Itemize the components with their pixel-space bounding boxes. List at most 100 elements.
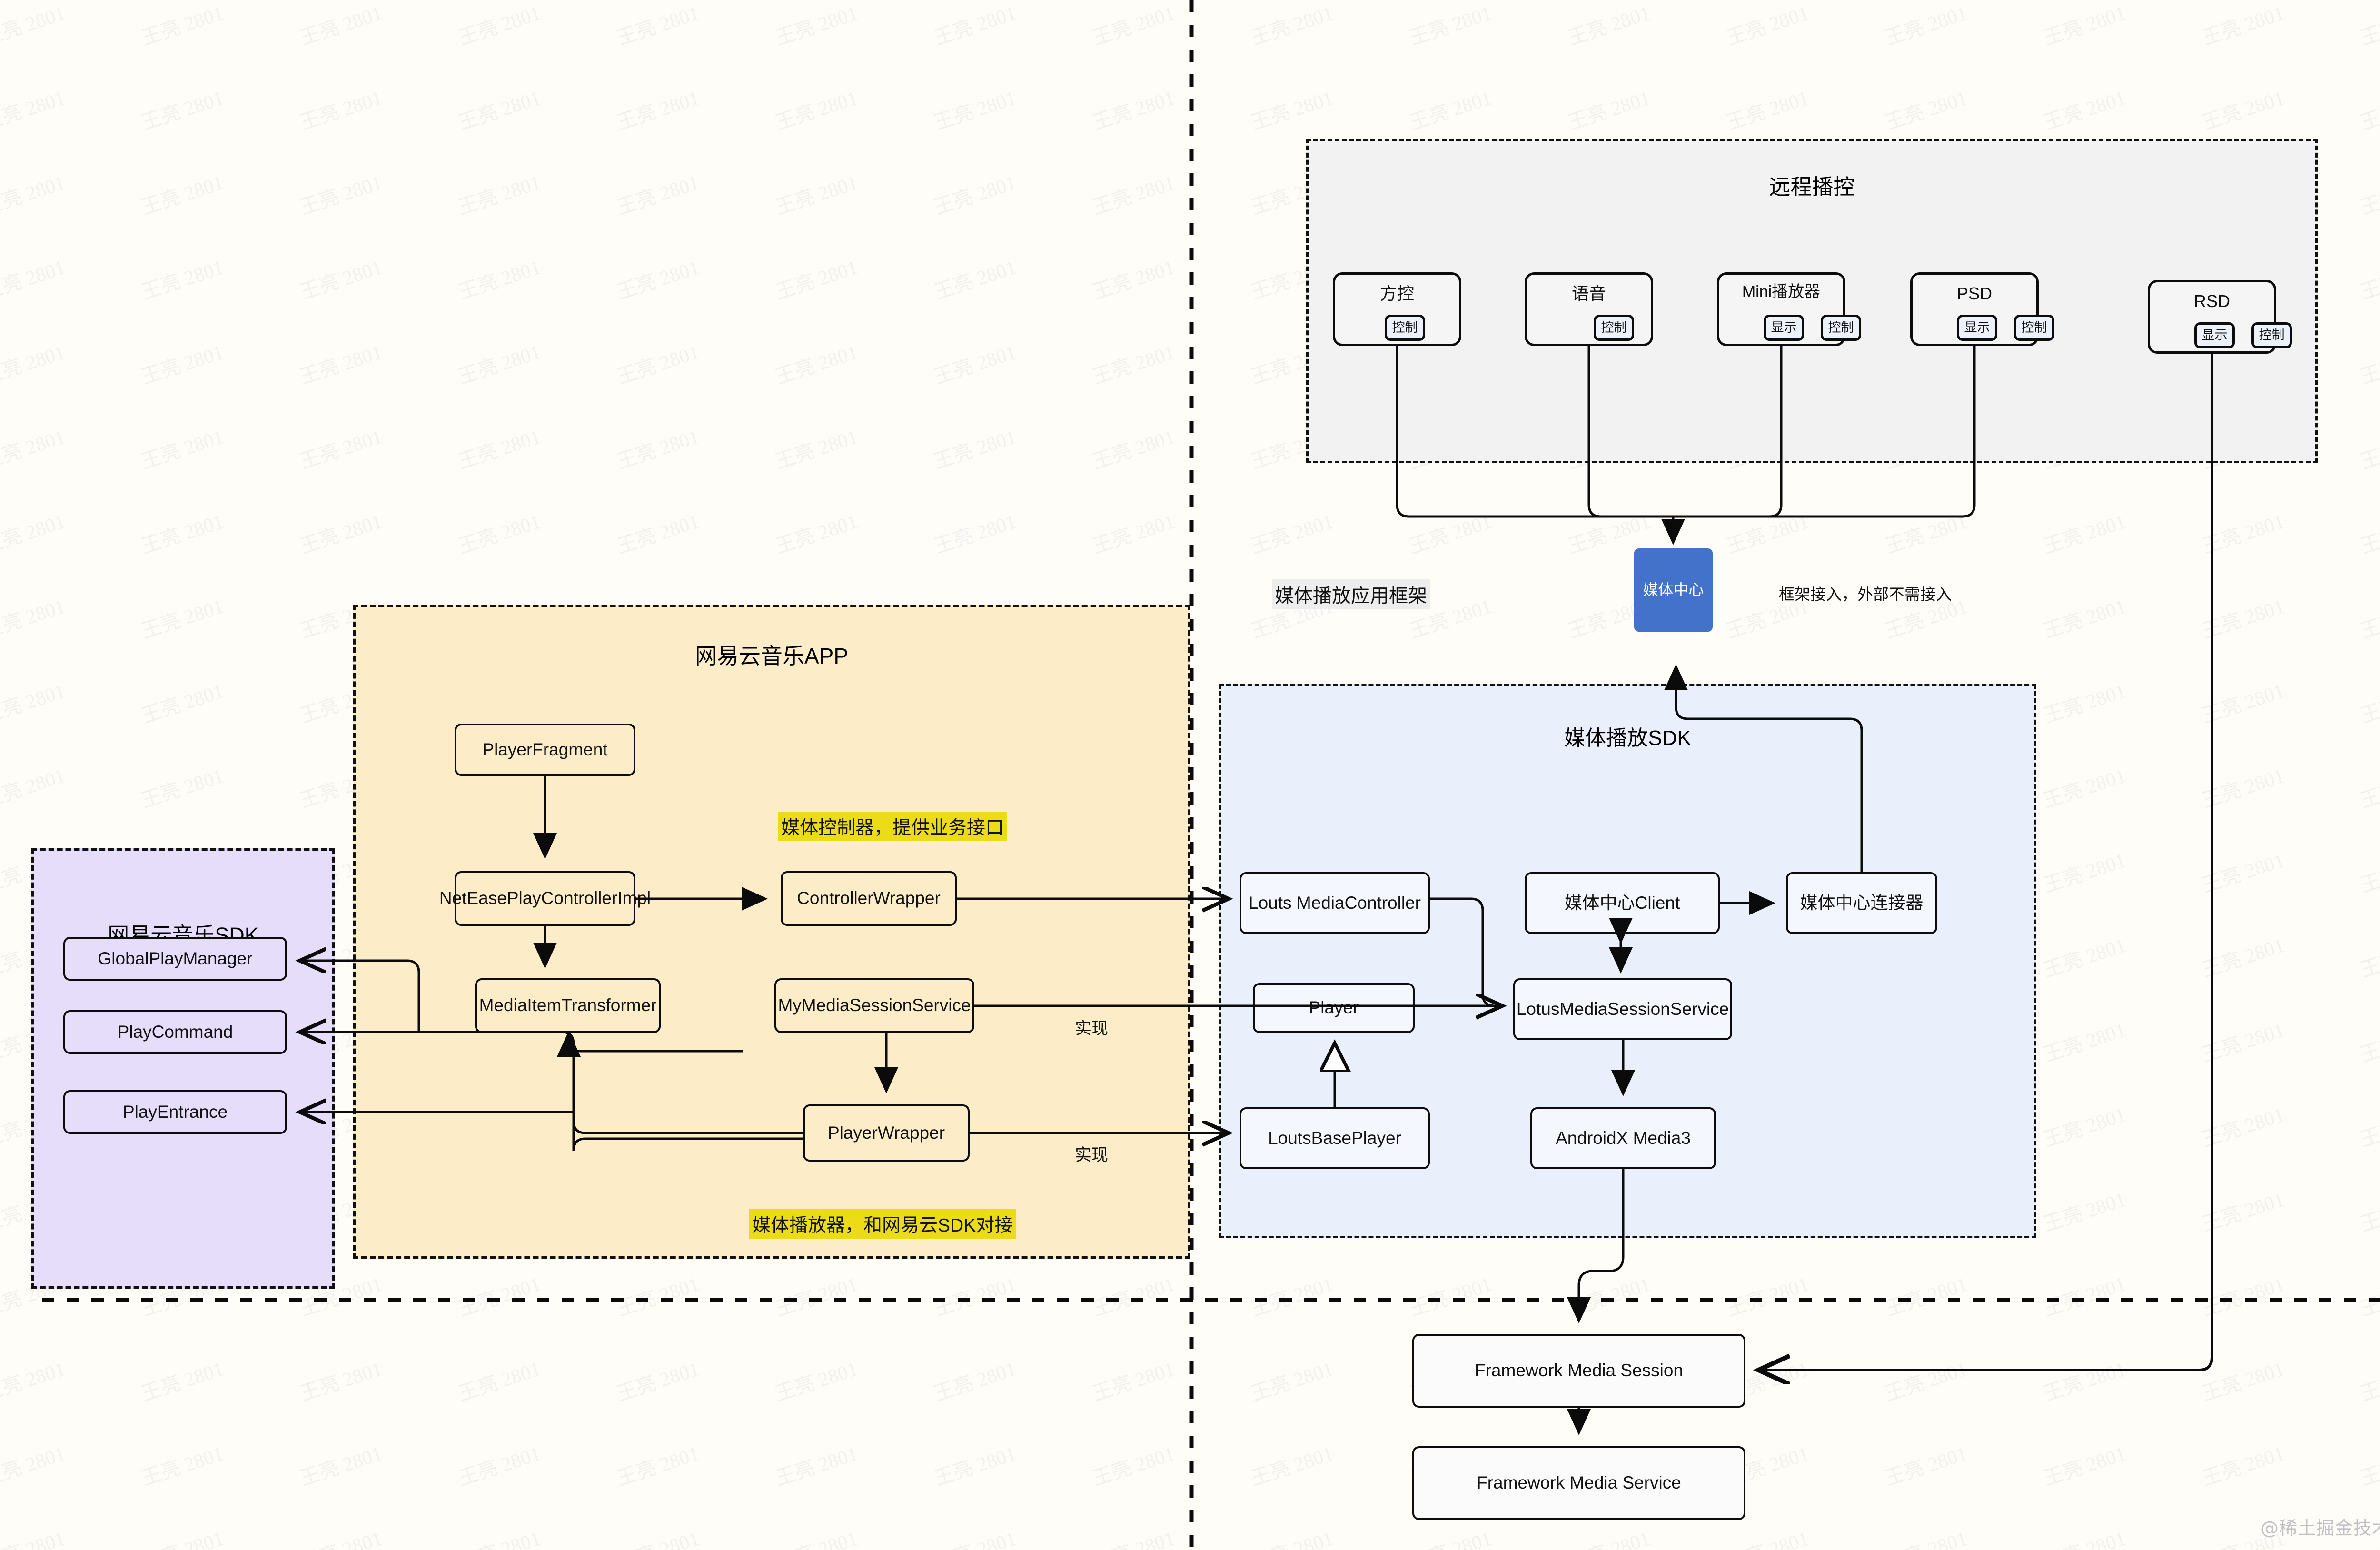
- node-global-play-manager[interactable]: GlobalPlayManager: [63, 937, 287, 981]
- watermark-text: 王亮 2801: [0, 341, 68, 389]
- node-androidx-media3[interactable]: AndroidX Media3: [1530, 1107, 1716, 1169]
- watermark-text: 王亮 2801: [139, 426, 227, 474]
- remote-node-psd-label: PSD: [1956, 284, 1993, 303]
- watermark-text: 王亮 2801: [139, 1443, 227, 1490]
- node-play-command[interactable]: PlayCommand: [63, 1010, 287, 1054]
- node-play-entrance[interactable]: PlayEntrance: [63, 1090, 287, 1134]
- remote-node-fangkong[interactable]: 方控 控制: [1333, 272, 1461, 346]
- chip-display-psd[interactable]: 显示: [1957, 315, 1997, 341]
- watermark-text: 王亮 2801: [1090, 257, 1178, 304]
- chip-control-voice[interactable]: 控制: [1594, 315, 1634, 341]
- watermark-text: 王亮 2801: [139, 680, 227, 728]
- watermark-text: 王亮 2801: [2039, 1522, 2129, 1550]
- watermark-text: 王亮 2801: [1248, 1358, 1336, 1406]
- node-media-center-client[interactable]: 媒体中心Client: [1525, 872, 1720, 934]
- watermark-text: 王亮 2801: [2199, 680, 2287, 728]
- watermark-text: 王亮 2801: [2358, 426, 2380, 474]
- group-netease-app-title: 网易云音乐APP: [694, 644, 849, 668]
- watermark-text: 王亮 2801: [2041, 765, 2129, 813]
- watermark-text: 王亮 2801: [1564, 1522, 1654, 1550]
- remote-node-voice-label: 语音: [1571, 284, 1606, 303]
- watermark-text: 王亮 2801: [931, 172, 1019, 219]
- watermark-text: 王亮 2801: [1407, 511, 1495, 558]
- chip-display-mini-player[interactable]: 显示: [1764, 315, 1804, 341]
- watermark-text: 王亮 2801: [1248, 1443, 1336, 1490]
- watermark-text: 王亮 2801: [931, 511, 1019, 558]
- node-lotus-media-session-service[interactable]: LotusMediaSessionService: [1513, 978, 1732, 1040]
- node-player-wrapper[interactable]: PlayerWrapper: [803, 1104, 970, 1162]
- watermark-text: 王亮 2801: [931, 87, 1019, 135]
- watermark-text: 王亮 2801: [297, 426, 385, 474]
- chip-control-fangkong[interactable]: 控制: [1385, 315, 1425, 341]
- watermark-text: 王亮 2801: [1248, 1273, 1336, 1321]
- remote-node-mini-player[interactable]: Mini播放器 显示 控制: [1717, 272, 1861, 346]
- node-louts-base-player[interactable]: LoutsBasePlayer: [1240, 1107, 1430, 1169]
- watermark-text: 王亮 2801: [2358, 680, 2380, 728]
- node-framework-media-service[interactable]: Framework Media Service: [1412, 1446, 1745, 1520]
- watermark-text: 王亮 2801: [773, 87, 861, 135]
- remote-node-psd[interactable]: PSD 显示 控制: [1910, 272, 2054, 346]
- watermark-text: 王亮 2801: [1090, 511, 1178, 558]
- node-my-media-session-service[interactable]: MyMediaSessionService: [774, 978, 974, 1033]
- watermark-text: 王亮 2801: [773, 1358, 861, 1406]
- watermark-text: 王亮 2801: [139, 2, 227, 50]
- watermark-text: 王亮 2801: [2041, 680, 2129, 728]
- watermark-text: 王亮 2801: [456, 341, 544, 389]
- remote-node-rsd-label: RSD: [2193, 291, 2230, 311]
- watermark-text: 王亮 2801: [2199, 87, 2287, 135]
- watermark-text: 王亮 2801: [773, 1443, 861, 1490]
- remote-node-rsd[interactable]: RSD 显示 控制: [2148, 280, 2292, 354]
- watermark-text: 王亮 2801: [614, 1273, 702, 1321]
- watermark-text: 王亮 2801: [2199, 1273, 2287, 1321]
- watermark-text: 王亮 2801: [139, 257, 227, 304]
- watermark-text: 王亮 2801: [2199, 1104, 2287, 1152]
- watermark-text: 王亮 2801: [2358, 1273, 2380, 1321]
- watermark-text: 王亮 2801: [1090, 1443, 1178, 1490]
- watermark-text: 王亮 2801: [931, 426, 1019, 474]
- watermark-text: 王亮 2801: [139, 511, 227, 558]
- node-louts-media-controller[interactable]: Louts MediaController: [1240, 872, 1430, 934]
- watermark-text: 王亮 2801: [2199, 596, 2287, 643]
- watermark-text: 王亮 2801: [773, 172, 861, 219]
- watermark-text: 王亮 2801: [0, 1522, 69, 1550]
- watermark-text: 王亮 2801: [931, 257, 1019, 304]
- watermark-text: 王亮 2801: [1882, 87, 1970, 135]
- watermark-text: 王亮 2801: [297, 1443, 385, 1490]
- watermark-text: 王亮 2801: [1882, 1443, 1970, 1490]
- chip-control-rsd[interactable]: 控制: [2251, 322, 2292, 348]
- node-netease-play-controller-impl[interactable]: NetEasePlayControllerImpl: [439, 871, 651, 926]
- watermark-text: 王亮 2801: [1247, 1522, 1337, 1550]
- watermark-text: 王亮 2801: [2041, 1443, 2129, 1490]
- watermark-text: 王亮 2801: [0, 596, 68, 643]
- chip-control-psd[interactable]: 控制: [2014, 315, 2054, 341]
- node-player[interactable]: Player: [1253, 983, 1415, 1033]
- watermark-text: 王亮 2801: [2041, 1104, 2129, 1152]
- watermark-text: 王亮 2801: [613, 1522, 703, 1550]
- watermark-text: 王亮 2801: [773, 1273, 861, 1321]
- node-framework-media-session[interactable]: Framework Media Session: [1412, 1334, 1745, 1408]
- watermark-text: 王亮 2801: [2358, 2, 2380, 50]
- watermark-text: 王亮 2801: [2358, 341, 2380, 389]
- remote-node-voice[interactable]: 语音 控制: [1525, 272, 1653, 346]
- chip-display-rsd[interactable]: 显示: [2194, 322, 2235, 348]
- chip-control-mini-player[interactable]: 控制: [1821, 315, 1861, 341]
- watermark-text: 王亮 2801: [2358, 765, 2380, 813]
- watermark-text: 王亮 2801: [139, 1358, 227, 1406]
- watermark-text: 王亮 2801: [456, 511, 544, 558]
- watermark-text: 王亮 2801: [614, 2, 702, 50]
- watermark-text: 王亮 2801: [930, 1522, 1020, 1550]
- media-center-node[interactable]: 媒体中心: [1634, 548, 1713, 632]
- node-media-item-transformer[interactable]: MediaItemTransformer: [475, 978, 661, 1033]
- watermark-text: 王亮 2801: [2041, 87, 2129, 135]
- highlight-player-note: 媒体播放器，和网易云SDK对接: [749, 1209, 1017, 1239]
- node-media-center-connector[interactable]: 媒体中心连接器: [1786, 872, 1937, 934]
- media-center-note: 框架接入，外部不需接入: [1779, 586, 1952, 603]
- node-controller-wrapper[interactable]: ControllerWrapper: [781, 871, 957, 926]
- node-player-fragment[interactable]: PlayerFragment: [455, 724, 635, 776]
- watermark-text: 王亮 2801: [1722, 1522, 1812, 1550]
- watermark-text: 王亮 2801: [454, 1522, 544, 1550]
- group-media-playback-sdk-title: 媒体播放SDK: [1564, 726, 1691, 750]
- watermark-text: 王亮 2801: [1565, 87, 1653, 135]
- watermark-text: 王亮 2801: [2041, 596, 2129, 643]
